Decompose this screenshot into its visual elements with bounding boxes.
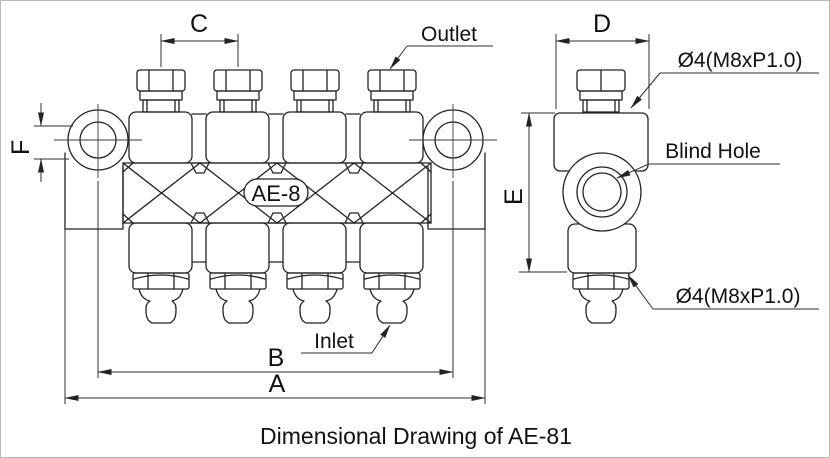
callout-outlet-thread-label: Ø4(M8xP1.0): [678, 49, 803, 72]
drawing-caption: Dimensional Drawing of AE-81: [260, 423, 572, 449]
callout-outlet-thread: Ø4(M8xP1.0): [630, 49, 819, 109]
callout-outlet: Outlet: [389, 23, 493, 70]
outlet-bosses: [128, 111, 424, 164]
front-view: AE-8: [54, 69, 497, 324]
dimension-f: F: [7, 103, 73, 182]
dim-label-a: A: [269, 370, 286, 398]
dim-label-c: C: [190, 10, 208, 38]
manifold-body-band: [122, 162, 432, 224]
callout-blind-hole-label: Blind Hole: [665, 140, 761, 163]
dimension-c: C: [160, 10, 239, 67]
callout-inlet-thread-label: Ø4(M8xP1.0): [676, 285, 801, 308]
right-mounting-ear: [409, 104, 497, 230]
side-inlet-fitting: [572, 272, 630, 324]
dim-label-e: E: [500, 188, 528, 205]
blind-hole-circles: [562, 152, 642, 232]
callout-inlet-thread: Ø4(M8xP1.0): [627, 274, 819, 310]
dim-label-b: B: [268, 344, 285, 372]
callout-outlet-label: Outlet: [421, 23, 477, 46]
part-badge-label: AE-8: [252, 181, 301, 206]
left-mounting-ear: [54, 104, 142, 230]
side-view: [553, 69, 649, 324]
outlet-bolts: [136, 69, 417, 113]
inlet-bosses: [128, 222, 424, 274]
part-badge: AE-8: [243, 178, 309, 207]
dimension-e: E: [500, 112, 567, 273]
callout-inlet-label: Inlet: [314, 330, 354, 353]
callout-inlet: Inlet: [301, 324, 391, 354]
callout-blind-hole: Blind Hole: [616, 140, 780, 179]
inlet-fittings: [132, 272, 421, 324]
dim-label-f: F: [7, 140, 35, 155]
dimension-b: B: [97, 181, 454, 378]
dim-label-d: D: [593, 10, 611, 38]
dimension-a: A: [64, 229, 486, 404]
dimension-d: D: [555, 10, 650, 109]
side-outlet-bolt: [576, 69, 626, 113]
